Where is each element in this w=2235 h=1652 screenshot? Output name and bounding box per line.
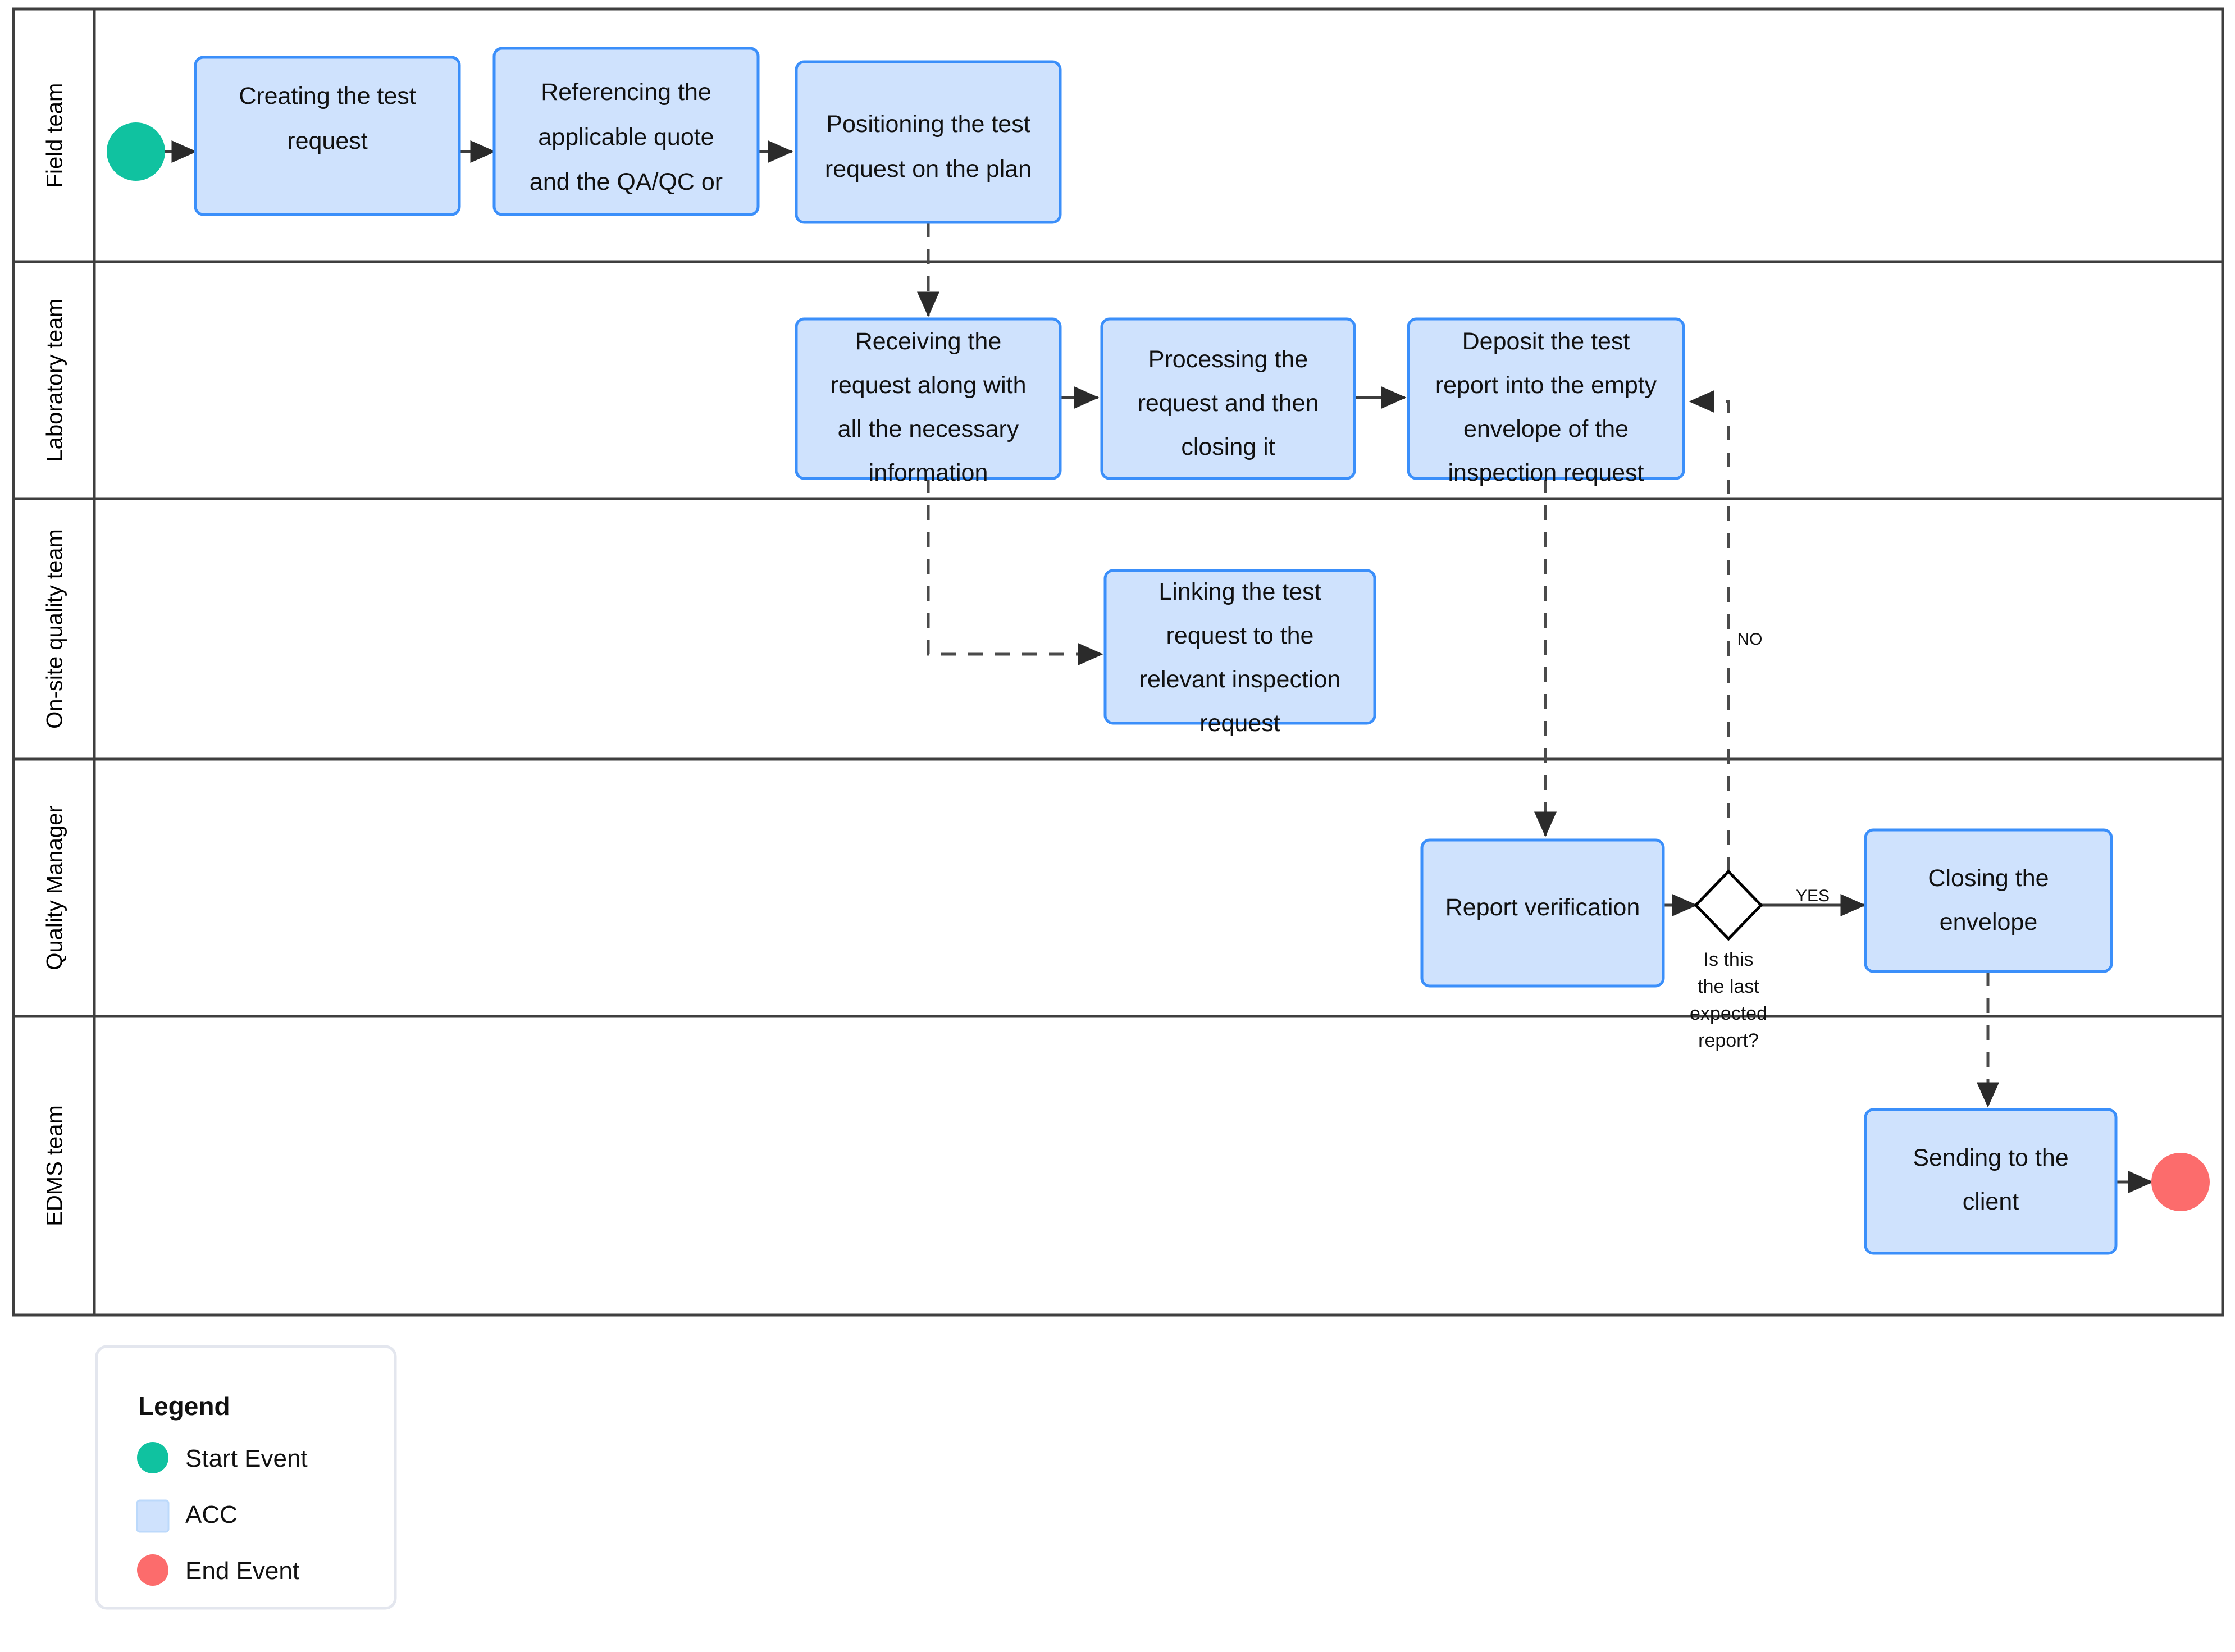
task-creating-test-request[interactable]: Creating the test request: [194, 56, 461, 216]
task-label-line: Receiving the: [855, 328, 1002, 355]
task-label-line: all the necessary: [838, 416, 1019, 442]
legend-title: Legend: [138, 1391, 230, 1421]
legend-background: [95, 1345, 397, 1610]
task-label-line: closing it: [1181, 433, 1275, 460]
end-event[interactable]: [2151, 1153, 2210, 1211]
task-processing-request[interactable]: Processing the request and then closing …: [1100, 317, 1356, 480]
task-receiving-request[interactable]: Receiving the request along with all the…: [795, 317, 1062, 486]
task-referencing-applicable-quote[interactable]: Referencing the applicable quote and the…: [492, 47, 760, 216]
gateway-label-line: expected: [1690, 1003, 1767, 1024]
lane-label-text: Quality Manager: [43, 805, 67, 970]
task-label-line: request: [1199, 710, 1280, 737]
task-label-line: Referencing the: [541, 79, 711, 106]
lane-label-text: Laboratory team: [43, 298, 67, 462]
task-label-line: and the QA/QC or: [530, 168, 723, 195]
task-label-line: envelope of the: [1463, 416, 1629, 442]
legend-item-label: End Event: [185, 1557, 299, 1585]
legend-item-start-event: Start Event: [137, 1442, 308, 1473]
acc-swatch-icon: [136, 1499, 170, 1533]
task-label-line: report into the empty: [1435, 372, 1657, 399]
task-label-line: client: [1963, 1188, 2019, 1215]
lane-label-onsite-quality-team: On-site quality team: [43, 529, 67, 729]
task-label-line: request along with: [831, 372, 1027, 399]
task-label-line: Processing the: [1148, 346, 1308, 373]
lane-label-edms-team: EDMS team: [43, 1105, 67, 1226]
task-report-verification[interactable]: Report verification: [1420, 838, 1665, 988]
lane-label-laboratory-team: Laboratory team: [43, 298, 67, 462]
flow-gateway-no-to-t6: [1689, 390, 1730, 871]
task-sending-to-client[interactable]: Sending to the client: [1864, 1108, 2118, 1255]
task-positioning-test-request[interactable]: Positioning the test request on the plan: [795, 60, 1062, 224]
task-label-line: request: [287, 127, 367, 154]
task-label-line: information: [869, 459, 988, 486]
legend-item-acc: ACC: [136, 1499, 238, 1533]
start-event[interactable]: [107, 122, 165, 181]
flow-t4-to-t7: [927, 478, 1103, 665]
task-deposit-test-report[interactable]: Deposit the test report into the empty e…: [1407, 317, 1685, 486]
task-label-line: relevant inspection: [1139, 666, 1341, 693]
gateway-label-line: the last: [1698, 976, 1759, 997]
legend-panel: Legend Start Event ACC End Event: [95, 1345, 397, 1610]
start-event-circle[interactable]: [107, 122, 165, 181]
task-label-line: request on the plan: [825, 156, 1032, 182]
task-linking-test-request[interactable]: Linking the test request to the relevant…: [1103, 569, 1376, 737]
task-label-line: request and then: [1138, 390, 1319, 417]
legend-item-label: Start Event: [185, 1445, 308, 1472]
task-label-line: Closing the: [1928, 865, 2049, 892]
task-label-line: Positioning the test: [826, 111, 1030, 138]
task-label-line: applicable quote: [538, 124, 714, 150]
task-closing-envelope[interactable]: Closing the envelope: [1864, 828, 2113, 973]
legend-item-end-event: End Event: [137, 1554, 299, 1586]
edge-label-no: NO: [1737, 630, 1763, 649]
legend-item-label: ACC: [185, 1501, 238, 1528]
task-label-line: Linking the test: [1158, 578, 1321, 605]
task-label-line: Deposit the test: [1462, 328, 1630, 355]
task-label-line: Report verification: [1445, 894, 1640, 921]
task-label-line: Sending to the: [1913, 1144, 2068, 1171]
gateway-is-last-expected-report[interactable]: Is this the last expected report?: [1690, 869, 1767, 1051]
task-label-line: envelope: [1940, 909, 2038, 935]
task-label-line: request to the: [1166, 622, 1314, 649]
lane-label-text: Field team: [43, 83, 67, 188]
end-event-circle[interactable]: [2151, 1153, 2210, 1211]
gateway-label-line: report?: [1698, 1030, 1759, 1051]
gateway-diamond[interactable]: [1694, 869, 1763, 941]
gateway-label-line: Is this: [1704, 949, 1754, 970]
edge-label-yes: YES: [1796, 887, 1830, 905]
lane-label-text: EDMS team: [43, 1105, 67, 1226]
lane-label-text: On-site quality team: [43, 529, 67, 729]
end-event-swatch-icon: [137, 1554, 168, 1586]
start-event-swatch-icon: [137, 1442, 168, 1473]
lane-label-field-team: Field team: [43, 83, 67, 188]
task-label-line: Creating the test: [239, 83, 416, 109]
task-label-line: inspection request: [1448, 459, 1644, 486]
lane-label-quality-manager: Quality Manager: [43, 805, 67, 970]
